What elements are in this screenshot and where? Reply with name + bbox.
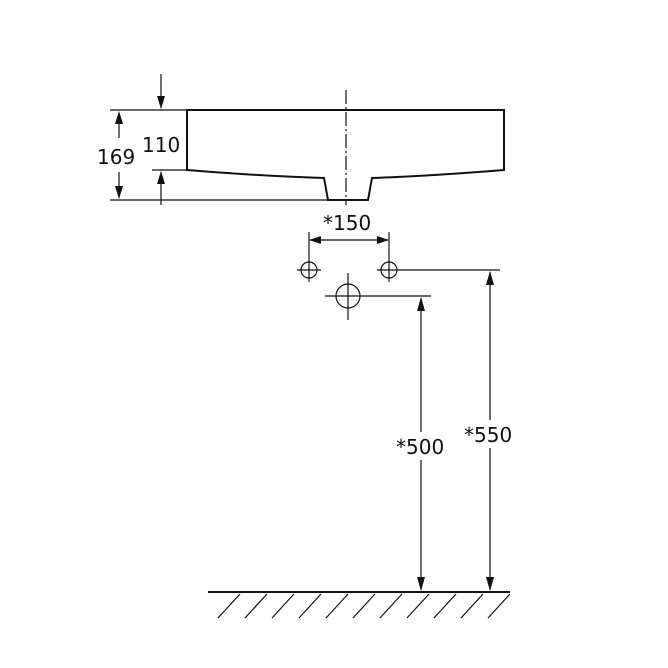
floor-hatch-line (325, 593, 349, 619)
floor-hatch-line (217, 593, 241, 619)
floor-hatch-line (298, 593, 322, 619)
tap-hole-right (377, 258, 401, 282)
floor-hatch-line (379, 593, 403, 619)
floor-hatch-line (406, 593, 430, 619)
floor-hatch-line (271, 593, 295, 619)
floor-hatch-line (352, 593, 376, 619)
height-dimension-lines (110, 74, 330, 205)
basin-profile (186, 109, 505, 201)
total-height-label: 169 (97, 145, 135, 169)
floor-hatch-line (244, 593, 268, 619)
floor-hatch-line (460, 593, 484, 619)
tap-spacing-label: *150 (323, 211, 371, 235)
floor-hatch-line (487, 593, 511, 619)
tap-spacing-dimension (308, 232, 390, 258)
floor-line (208, 591, 511, 619)
waste-outlet (325, 273, 371, 320)
tap-hole-left (297, 258, 321, 282)
bowl-height-label: 110 (142, 133, 180, 157)
floor-hatch-line (433, 593, 457, 619)
waste-height-label: *500 (396, 435, 444, 459)
tap-height-label: *550 (464, 423, 512, 447)
